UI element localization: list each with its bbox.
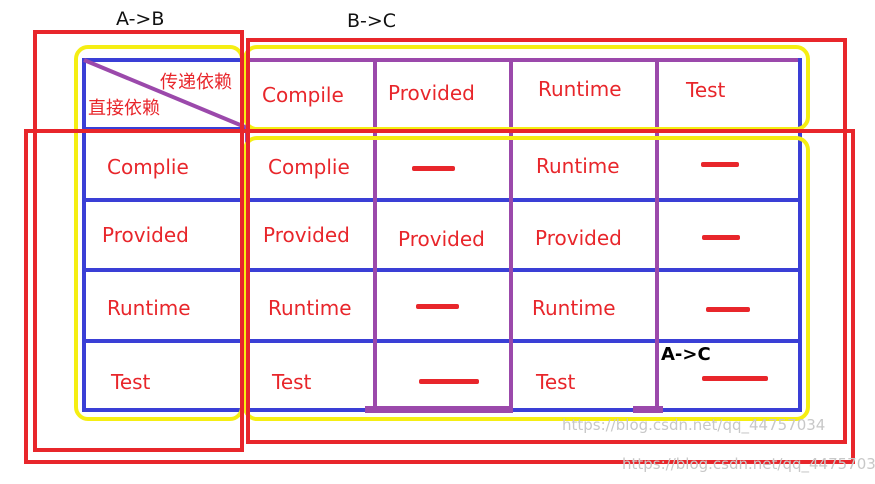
cell-r3-c1: Runtime [268,296,352,320]
cell-r4-c4-dash [702,376,768,381]
cell-r2-c3: Provided [535,226,622,250]
row-header-runtime: Runtime [107,296,191,320]
b-to-c-frame [246,38,847,444]
row-header-complie: Complie [107,155,189,179]
cell-r1-c3: Runtime [536,154,620,178]
row-header-test: Test [111,370,151,394]
result-area-highlight [243,136,810,421]
cell-r1-c4-dash [701,162,739,167]
column-header-test: Test [686,78,726,102]
column-header-compile: Compile [262,83,344,107]
cell-r1-c1: Complie [268,155,350,179]
cell-r3-c2-dash [416,304,459,309]
corner-diagonal [83,58,246,129]
cell-r3-c3: Runtime [532,296,616,320]
a-to-c-label: A->C [661,344,711,365]
row-header-provided: Provided [102,223,189,247]
cell-r2-c2: Provided [398,227,485,251]
cell-r4-c2-dash [419,379,479,384]
a-to-b-frame [33,30,244,452]
cell-r3-c4-dash [706,307,750,312]
cell-r4-c1: Test [272,370,312,394]
column-header-runtime: Runtime [538,77,622,101]
cell-r2-c4-dash [702,235,740,240]
a-to-b-label: A->B [116,8,165,30]
column-header-provided: Provided [388,81,475,105]
b-to-c-label: B->C [347,10,397,32]
cell-r4-c3: Test [536,370,576,394]
watermark-1: https://blog.csdn.net/qq_44757034 [562,416,826,434]
cell-r1-c2-dash [412,166,455,171]
direct-dependency-label: 直接依赖 [88,98,160,119]
transitive-dependency-label: 传递依赖 [160,72,232,93]
a-to-c-frame [24,129,855,464]
cell-r2-c1: Provided [263,223,350,247]
watermark-2: https://blog.csdn.net/qq_44757034 [622,455,875,473]
